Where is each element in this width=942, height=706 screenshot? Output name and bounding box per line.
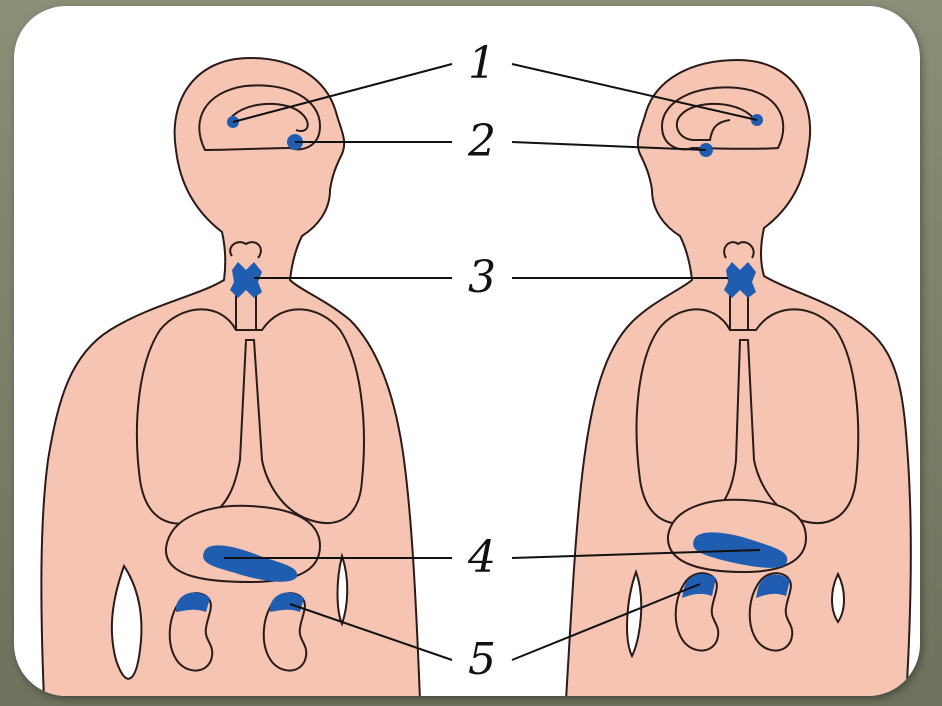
left-figure: [41, 58, 420, 696]
right-figure: [566, 60, 911, 696]
diagram-panel: 1 2 3 4 5: [14, 6, 920, 696]
label-4: 4: [467, 532, 496, 583]
label-1: 1: [468, 38, 496, 89]
left-side-gap-right: [338, 556, 348, 624]
label-3: 3: [468, 252, 496, 303]
label-5: 5: [468, 634, 496, 685]
endocrine-diagram: 1 2 3 4 5: [14, 6, 920, 696]
number-labels: 1 2 3 4 5: [467, 38, 496, 685]
label-2: 2: [467, 116, 496, 167]
